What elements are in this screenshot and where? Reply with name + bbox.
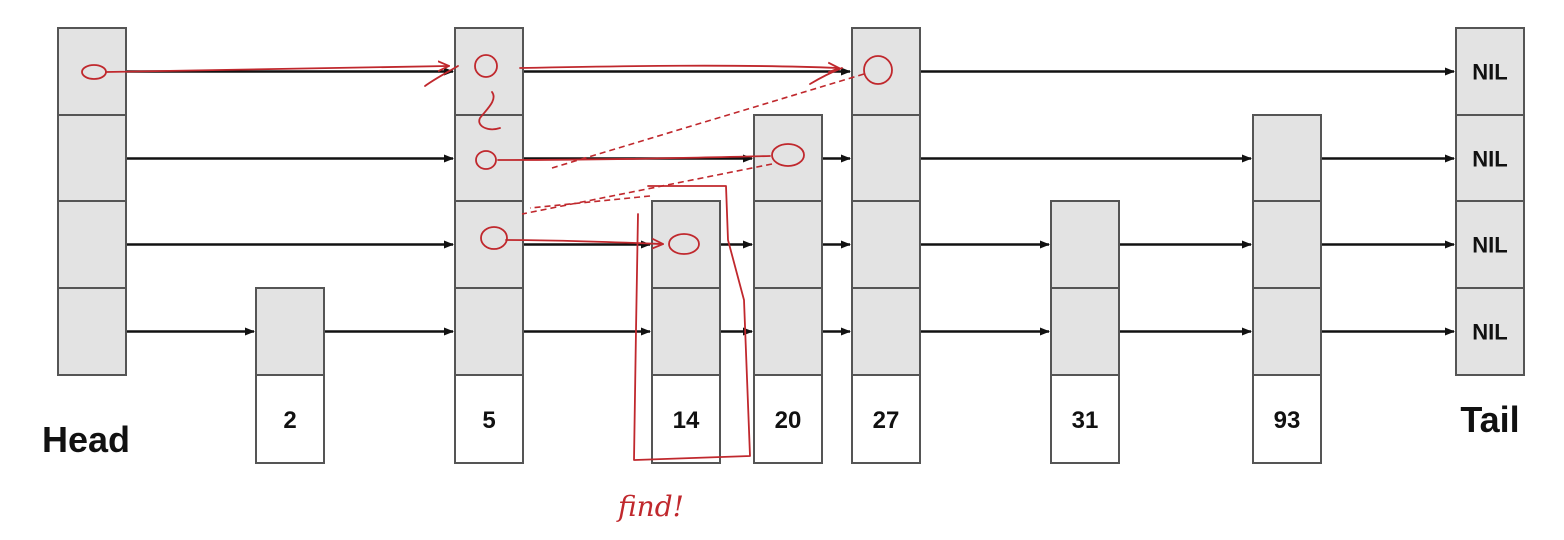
- visit-mark-14-top: [668, 233, 700, 255]
- node-93-level-1: [1252, 287, 1322, 376]
- node-key-label: 27: [873, 407, 900, 434]
- tail-cell-level-4: [1455, 27, 1525, 116]
- node-27-level-1: [851, 287, 921, 376]
- backtrack-line-2: [521, 163, 773, 215]
- skip-list-nodes: 2 5 14 20 27 31 93: [255, 27, 1322, 464]
- node-key-label: 20: [775, 407, 802, 434]
- node-27-key-cell: [851, 374, 921, 464]
- search-path-annotation: find!: [81, 54, 893, 523]
- head-cell-level-2: [57, 200, 127, 289]
- node-20-level-2: [753, 200, 823, 289]
- node-key-label: 31: [1072, 407, 1099, 434]
- node-27-level-4: [851, 27, 921, 116]
- node-key-label: 14: [673, 407, 700, 434]
- node-2: 2: [255, 287, 325, 464]
- visit-mark-20-top: [771, 143, 805, 167]
- traverse-tick-1: [424, 65, 459, 87]
- node-93-level-3: [1252, 114, 1322, 203]
- node-key-label: 2: [283, 407, 296, 434]
- node-14: 14: [651, 200, 721, 464]
- visit-mark-5-level2: [480, 226, 508, 250]
- head-node: [57, 27, 127, 376]
- nil-label: NIL: [1472, 233, 1507, 258]
- tail-cell-level-3: [1455, 114, 1525, 203]
- head-cell-level-3: [57, 114, 127, 203]
- node-key-label: 93: [1274, 407, 1301, 434]
- node-93-key-cell: [1252, 374, 1322, 464]
- node-27: 27: [851, 27, 921, 464]
- drop-down-stroke: [478, 91, 501, 131]
- tail-label: Tail: [1460, 399, 1519, 440]
- find-annotation: find!: [616, 490, 684, 523]
- node-20-level-1: [753, 287, 823, 376]
- node-2-level-1: [255, 287, 325, 376]
- traverse-tick-2: [809, 67, 843, 85]
- visit-mark-5-level3: [475, 150, 497, 170]
- node-27-level-2: [851, 200, 921, 289]
- visit-mark-27-top: [863, 55, 893, 85]
- traverse-stroke-2: [519, 66, 838, 68]
- tail-node: NIL NIL NIL NIL: [1455, 27, 1525, 376]
- node-27-level-3: [851, 114, 921, 203]
- node-5-level-3: [454, 114, 524, 203]
- node-5: 5: [454, 27, 524, 464]
- node-93-level-2: [1252, 200, 1322, 289]
- tail-cell-level-1: [1455, 287, 1525, 376]
- node-31-level-2: [1050, 200, 1120, 289]
- backtrack-line-1: [551, 73, 865, 169]
- node-5-level-2: [454, 200, 524, 289]
- node-5-level-4: [454, 27, 524, 116]
- node-14-level-1: [651, 287, 721, 376]
- node-key-label: 5: [482, 407, 495, 434]
- node-20: 20: [753, 114, 823, 464]
- node-14-key-cell: [651, 374, 721, 464]
- head-cell-level-1: [57, 287, 127, 376]
- nil-label: NIL: [1472, 60, 1507, 85]
- node-20-level-3: [753, 114, 823, 203]
- traverse-stroke-1: [105, 66, 448, 73]
- node-5-level-1: [454, 287, 524, 376]
- backtrack-line-3: [529, 195, 651, 209]
- found-node-box: [633, 185, 751, 461]
- node-93: 93: [1252, 114, 1322, 464]
- nil-label: NIL: [1472, 320, 1507, 345]
- node-2-key-cell: [255, 374, 325, 464]
- traverse-stroke-4: [505, 240, 662, 244]
- node-31-key-cell: [1050, 374, 1120, 464]
- visit-mark-5-top: [474, 54, 498, 78]
- node-20-key-cell: [753, 374, 823, 464]
- head-label: Head: [42, 419, 130, 460]
- nil-label: NIL: [1472, 147, 1507, 172]
- tail-cell-level-2: [1455, 200, 1525, 289]
- traverse-stroke-3: [497, 155, 771, 161]
- node-31: 31: [1050, 200, 1120, 464]
- node-31-level-1: [1050, 287, 1120, 376]
- node-5-key-cell: [454, 374, 524, 464]
